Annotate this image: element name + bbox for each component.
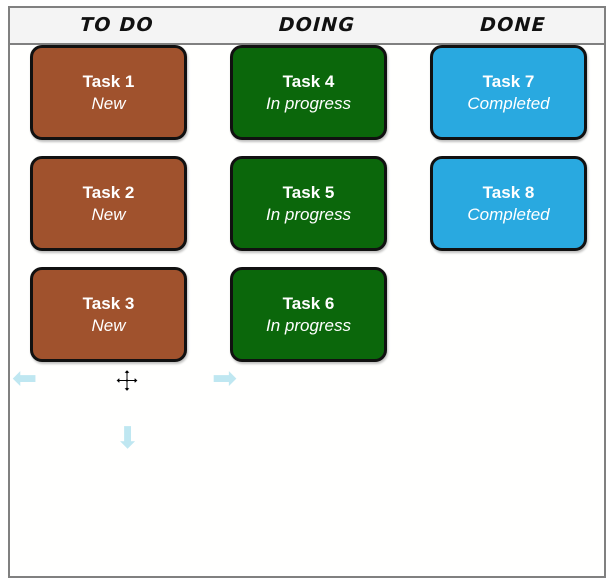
- column-todo[interactable]: Task 1 New Task 2 New Task 3 New ⬅ ➡ ⬇: [12, 45, 237, 576]
- card-task-7[interactable]: Task 7 Completed: [430, 45, 587, 140]
- move-cursor-icon: [114, 368, 140, 393]
- column-done[interactable]: Task 7 Completed Task 8 Completed: [422, 45, 592, 576]
- drag-arrow-right-icon[interactable]: ➡: [212, 362, 238, 395]
- card-title: Task 8: [482, 182, 535, 202]
- card-task-8[interactable]: Task 8 Completed: [430, 156, 587, 251]
- card-task-2[interactable]: Task 2 New: [30, 156, 187, 251]
- card-status: Completed: [467, 204, 550, 224]
- card-title: Task 7: [482, 71, 535, 91]
- column-header-done: DONE: [479, 14, 547, 36]
- card-status: In progress: [265, 315, 352, 335]
- card-title: Task 3: [82, 293, 135, 313]
- board-body: Task 1 New Task 2 New Task 3 New ⬅ ➡ ⬇ T…: [10, 45, 604, 576]
- kanban-board: TO DO DOING DONE Task 1 New Task 2 New T…: [8, 6, 606, 578]
- card-status: New: [91, 93, 126, 113]
- card-task-6[interactable]: Task 6 In progress: [230, 267, 387, 362]
- card-status: New: [91, 315, 126, 335]
- card-task-3[interactable]: Task 3 New: [30, 267, 187, 362]
- card-title: Task 2: [82, 182, 135, 202]
- drag-arrow-left-icon[interactable]: ⬅: [12, 362, 38, 395]
- drag-arrow-down-icon[interactable]: ⬇: [115, 422, 141, 455]
- card-status: In progress: [265, 93, 352, 113]
- column-doing[interactable]: Task 4 In progress Task 5 In progress Ta…: [222, 45, 392, 576]
- card-title: Task 4: [282, 71, 335, 91]
- card-status: New: [91, 204, 126, 224]
- card-task-4[interactable]: Task 4 In progress: [230, 45, 387, 140]
- board-header-row: TO DO DOING DONE: [10, 8, 604, 45]
- column-header-todo: TO DO: [79, 14, 155, 36]
- card-title: Task 5: [282, 182, 335, 202]
- card-title: Task 1: [82, 71, 135, 91]
- card-status: In progress: [265, 204, 352, 224]
- card-status: Completed: [467, 93, 550, 113]
- card-task-5[interactable]: Task 5 In progress: [230, 156, 387, 251]
- card-task-1[interactable]: Task 1 New: [30, 45, 187, 140]
- column-header-doing: DOING: [278, 14, 356, 36]
- card-title: Task 6: [282, 293, 335, 313]
